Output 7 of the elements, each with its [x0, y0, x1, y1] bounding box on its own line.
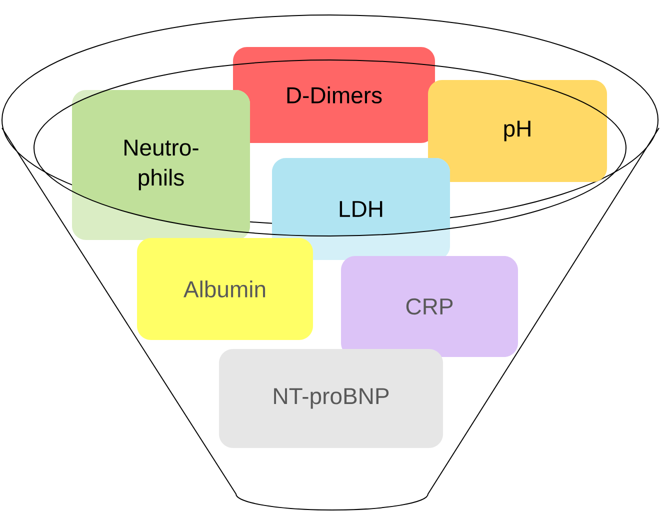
marker-box: CRP [341, 256, 518, 357]
marker-box: Neutro-phils [72, 90, 250, 240]
marker-box: LDH [272, 158, 450, 260]
marker-box: D-Dimers [233, 47, 435, 143]
marker-box: NT-proBNP [219, 349, 443, 448]
marker-box: Albumin [137, 238, 313, 340]
marker-box: pH [428, 80, 607, 182]
